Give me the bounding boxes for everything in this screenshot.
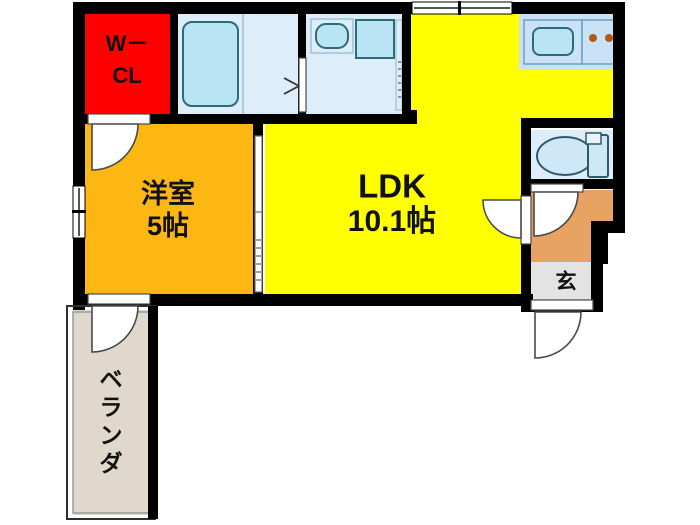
- wall-bottom-main: [73, 294, 533, 306]
- window-kitchen-mullion: [458, 1, 461, 15]
- label-veranda-char-1: ベ: [100, 366, 123, 392]
- room-ldk-connector: [410, 110, 522, 130]
- door-wcl-threshold: [87, 113, 151, 125]
- room-genkan-tile: [531, 262, 600, 302]
- wall-washroom-kitchen: [402, 2, 411, 124]
- stove-burner-left: [589, 34, 597, 42]
- door-entrance-swing: [534, 311, 582, 359]
- wall-right-upper: [613, 2, 625, 233]
- label-walk-in-closet-line1: W－: [106, 31, 149, 56]
- wall-kitchen-bottom: [521, 118, 625, 128]
- label-ldk-size: 10.1帖: [348, 205, 436, 238]
- wall-wetroom-bottom: [73, 114, 413, 124]
- label-walk-in-closet-line2: CL: [112, 63, 141, 88]
- door-veranda-threshold: [87, 293, 151, 305]
- door-bedroom-ldk-panel-b: [254, 211, 263, 293]
- washing-machine-space: [355, 19, 395, 59]
- door-wcl-swing: [91, 123, 139, 171]
- wall-genkan-left: [521, 258, 531, 306]
- wall-kitchen-jog: [409, 110, 417, 124]
- label-genkan: 玄: [556, 270, 577, 294]
- door-toilet-swing: [533, 191, 579, 237]
- vanity-counter: [310, 18, 354, 54]
- toilet-bowl: [536, 136, 594, 176]
- wall-top: [73, 2, 625, 14]
- wall-closet-bath: [170, 2, 178, 116]
- doors: [87, 57, 594, 359]
- fixtures: [182, 14, 623, 178]
- label-veranda-char-2: ラ: [100, 394, 123, 420]
- label-ldk-name: LDK: [358, 168, 426, 205]
- door-veranda-swing: [91, 305, 139, 353]
- door-bedroom-ldk-hatch: [256, 239, 261, 281]
- window-bedroom-mullion: [72, 210, 86, 213]
- room-labels: W－ CL 洋室 5帖 LDK 10.1帖 玄 ベ ラ ン ダ: [100, 31, 577, 476]
- wall-hall-jog: [598, 229, 608, 264]
- door-ldk-hall-threshold: [520, 195, 532, 245]
- bathtub: [182, 21, 239, 107]
- wash-basin: [315, 23, 349, 49]
- door-ldk-hall-swing: [482, 199, 522, 239]
- kitchen-sink: [532, 27, 574, 56]
- windows: [72, 1, 513, 239]
- room-ldk: [265, 122, 522, 294]
- door-bedroom-ldk-panel-a: [254, 135, 263, 217]
- toilet-flush-lever: [585, 132, 602, 145]
- label-bedroom-name: 洋室: [141, 178, 195, 209]
- label-veranda-char-3: ン: [100, 422, 123, 448]
- wall-left: [73, 2, 85, 310]
- door-bathroom-fold-arrow: [283, 77, 300, 95]
- door-bathroom-panel: [298, 57, 307, 113]
- room-walk-in-closet: [85, 14, 170, 114]
- door-entrance-threshold: [530, 299, 594, 311]
- door-toilet-threshold: [530, 183, 584, 193]
- label-veranda-char-4: ダ: [100, 450, 123, 476]
- label-bedroom-size: 5帖: [147, 211, 189, 241]
- veranda-wall-right: [148, 306, 158, 519]
- stove-burner-right: [605, 34, 613, 42]
- washroom-hatch: [398, 61, 401, 98]
